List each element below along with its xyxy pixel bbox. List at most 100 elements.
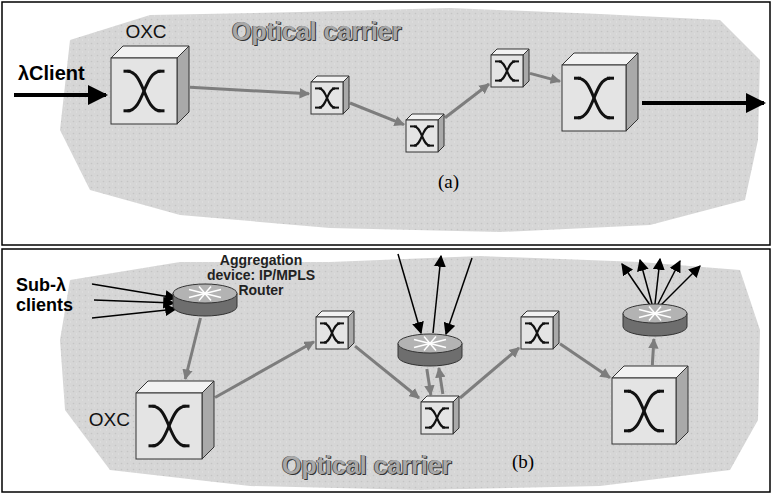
sub-client-arrow (92, 309, 176, 318)
box-side (343, 76, 349, 114)
fiber-link (185, 318, 200, 379)
box-side (348, 311, 354, 349)
box-top (111, 46, 189, 58)
box-front (521, 317, 553, 349)
box-side (438, 114, 444, 152)
box-front (491, 55, 523, 87)
switch-symbol (525, 323, 549, 342)
node-heading: OXC (125, 21, 166, 43)
router-arrows (639, 307, 671, 321)
box-side (523, 49, 529, 87)
router-symbol (173, 283, 237, 317)
client-arrow (14, 93, 106, 97)
fiber-link (215, 342, 314, 398)
switch-symbol (410, 126, 434, 145)
oxc-symbol (491, 49, 529, 87)
box-front (111, 58, 177, 124)
router-top (398, 334, 462, 353)
box-top (562, 53, 638, 65)
fiber-link (530, 73, 560, 81)
router-symbol (398, 333, 462, 367)
oxc-node: OXC (136, 381, 214, 459)
client-label: Sub-λ clients (16, 276, 88, 316)
sub-client-arrow (661, 266, 700, 305)
oxc-node (406, 114, 444, 152)
oxc-node (311, 76, 349, 114)
router-node (398, 333, 462, 367)
oxc-symbol (406, 114, 444, 152)
box-top (136, 381, 214, 393)
box-front (136, 393, 202, 459)
oxc-node (612, 366, 688, 444)
router-node (173, 283, 237, 317)
oxc-symbol (521, 311, 559, 349)
oxc-symbol (316, 311, 354, 349)
router-symbol (623, 303, 687, 337)
oxc-symbol (311, 76, 349, 114)
node-heading: OXC (89, 409, 130, 431)
sub-client-arrow (622, 264, 650, 305)
switch-symbol (315, 88, 339, 107)
box-side (453, 396, 459, 434)
box-front (612, 378, 676, 444)
oxc-node: OXC (111, 46, 189, 124)
panel-frame (2, 2, 770, 245)
panel-label: (a) (438, 172, 459, 193)
oxc-symbol (111, 46, 189, 124)
fiber-link (445, 84, 489, 118)
box-top (612, 366, 688, 378)
router-node (623, 303, 687, 337)
fiber-link (560, 344, 610, 378)
switch-symbol (149, 406, 190, 446)
router-arrows (189, 287, 221, 301)
switch-symbol (624, 391, 664, 431)
client-arrow (642, 101, 764, 105)
oxc-symbol (562, 53, 638, 131)
box-front (316, 317, 348, 349)
client-label: λClient (18, 62, 85, 84)
oxc-node (421, 396, 459, 434)
sub-client-arrow (433, 256, 441, 333)
switch-symbol (320, 323, 344, 342)
device-label: Aggregation device: IP/MPLS Router (205, 253, 317, 298)
switch-symbol (574, 78, 614, 118)
router-top (623, 304, 687, 323)
fiber-link (427, 369, 431, 395)
sub-client-arrow (640, 260, 652, 304)
panel-frame (2, 249, 770, 492)
switch-symbol (495, 61, 519, 80)
router-top (173, 284, 237, 303)
box-side (177, 46, 189, 124)
oxc-node (316, 311, 354, 349)
box-side (202, 381, 214, 459)
optical-cloud (60, 256, 760, 490)
oxc-node (521, 311, 559, 349)
fiber-link (652, 339, 654, 365)
sub-client-arrow (655, 259, 660, 304)
box-side (553, 311, 559, 349)
panel-label: (b) (512, 452, 534, 473)
region-label: Optical carrier (282, 452, 452, 480)
switch-symbol (124, 71, 165, 111)
fiber-link (460, 348, 519, 398)
box-side (676, 366, 688, 444)
box-front (562, 65, 626, 131)
sub-client-arrow (446, 258, 472, 334)
sub-client-arrow (92, 284, 176, 298)
optical-cloud (60, 8, 760, 232)
oxc-symbol (612, 366, 688, 444)
switch-symbol (425, 408, 449, 427)
fiber-link (350, 103, 404, 125)
router-arrows (414, 337, 446, 351)
box-side (626, 53, 638, 131)
oxc-symbol (136, 381, 214, 459)
oxc-node (562, 53, 638, 131)
sub-client-arrow (398, 254, 421, 333)
box-front (406, 120, 438, 152)
fiber-link (190, 87, 309, 94)
box-front (311, 82, 343, 114)
sub-client-arrow (94, 300, 174, 303)
box-front (421, 402, 453, 434)
